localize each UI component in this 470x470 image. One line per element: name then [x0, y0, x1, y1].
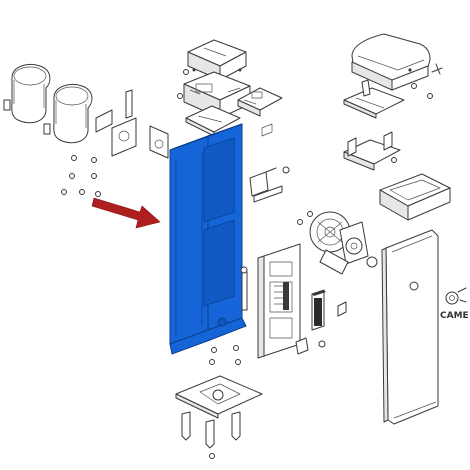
- foundation-plate: [175, 375, 263, 419]
- brand-text: CAME: [440, 311, 469, 321]
- gear-fitting: [295, 301, 347, 355]
- highlight-arrow: [91, 197, 161, 229]
- screws-bottom: [209, 345, 241, 365]
- cabinet-door: [381, 229, 439, 425]
- screws-left: [61, 155, 101, 197]
- lid-frame: [379, 173, 451, 221]
- small-fittings-top: [177, 69, 273, 137]
- battery-pack: [311, 289, 326, 331]
- door-lock: [445, 287, 467, 305]
- top-bracket-plate: [343, 79, 405, 119]
- cable-rod: [240, 266, 248, 311]
- top-cover-cap: [351, 33, 431, 91]
- top-cover-key: [411, 63, 443, 99]
- barrier-housing-highlighted: [169, 123, 247, 355]
- brand-badge: CAME: [440, 311, 469, 321]
- mid-bracket-plate: [343, 131, 401, 171]
- hinge-bracket: [249, 166, 290, 203]
- cable-gland-bracket: [95, 89, 169, 159]
- control-panel-board: [257, 243, 301, 359]
- control-board: [237, 87, 283, 117]
- gearmotor: [297, 211, 378, 275]
- control-box-base: [183, 71, 251, 119]
- cable-duct-rings: [3, 64, 93, 144]
- anchor-bolts: [181, 411, 241, 459]
